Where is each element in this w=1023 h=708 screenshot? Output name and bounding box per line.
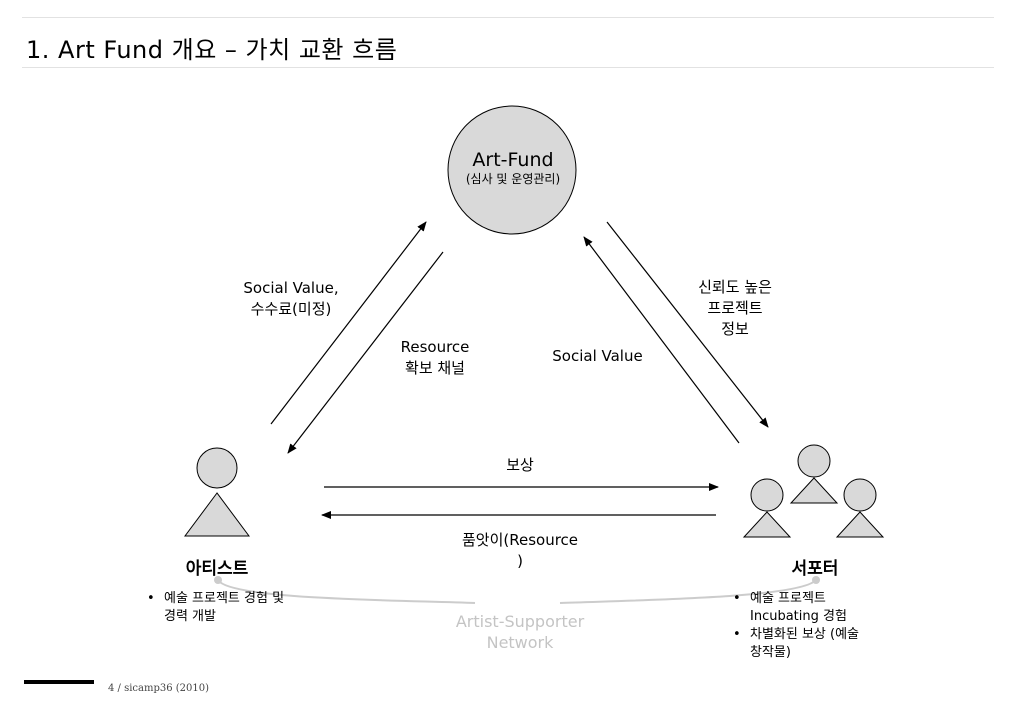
- network-dot-artist: [214, 576, 222, 584]
- list-item: 예술 프로젝트 Incubating 경험: [730, 590, 859, 626]
- footer-bar: [24, 680, 94, 684]
- supporter-label: 서포터: [791, 559, 839, 579]
- label-artist-to-supporter: 보상: [506, 456, 534, 474]
- label-fund-to-supporter: 신뢰도 높은 프로젝트 정보: [698, 278, 772, 338]
- art-fund-circle: [447, 105, 577, 235]
- person-icon: [184, 447, 250, 537]
- label-supporter-to-artist: 품앗이(Resource ): [461, 531, 579, 570]
- supporter-benefits-list: 예술 프로젝트 Incubating 경험 차별화된 보상 (예술 창작물): [730, 590, 859, 662]
- slide-title: 1. Art Fund 개요 – 가치 교환 흐름: [26, 36, 398, 64]
- page-number: 4 / sicamp36 (2010): [108, 683, 210, 694]
- list-item: 예술 프로젝트 경험 및 경력 개발: [144, 590, 284, 626]
- art-fund-title: Art-Fund: [472, 149, 554, 171]
- label-artist-to-fund: Social Value, 수수료(미정): [243, 279, 339, 318]
- group-icon: [742, 444, 885, 538]
- arrow-fund-to-supporter: [606, 221, 769, 428]
- label-supporter-to-fund: Social Value: [552, 347, 643, 365]
- arrow-artist-to-fund: [270, 221, 427, 425]
- header-rule-bottom: [22, 67, 994, 68]
- network-dot-supporter: [812, 576, 820, 584]
- artist-label: 아티스트: [185, 559, 249, 579]
- arrow-fund-to-artist: [287, 251, 444, 454]
- list-item: 차별화된 보상 (예술 창작물): [730, 626, 859, 662]
- header-rule-top: [22, 17, 994, 18]
- art-fund-node: Art-Fund (심사 및 운영관리): [446, 148, 580, 187]
- network-label: Artist-Supporter Network: [455, 612, 585, 652]
- label-fund-to-artist: Resource 확보 채널: [400, 338, 470, 377]
- network-curve: [217, 579, 817, 604]
- artist-benefits-list: 예술 프로젝트 경험 및 경력 개발: [144, 590, 284, 626]
- arrow-supporter-to-fund: [583, 236, 740, 444]
- art-fund-subtitle: (심사 및 운영관리): [465, 172, 561, 186]
